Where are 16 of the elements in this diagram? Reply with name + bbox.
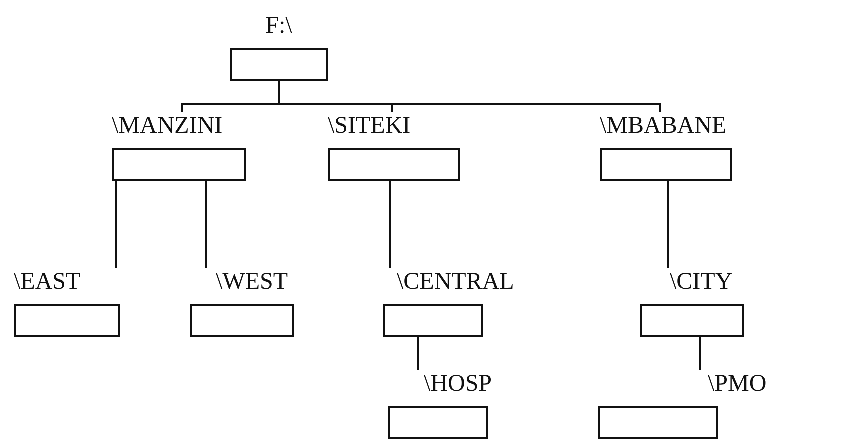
- folder-name: \EAST: [14, 268, 82, 296]
- folder-name: \CENTRAL: [397, 268, 516, 296]
- folder-name: \MBABANE: [600, 112, 728, 140]
- connector-line: [278, 81, 661, 112]
- folder-name: \SITEKI: [328, 112, 412, 140]
- connector-line: [205, 180, 207, 268]
- folder-name: \PMO: [708, 370, 768, 398]
- folder-name: \CITY: [670, 268, 734, 296]
- folder-name: \MANZINI: [112, 112, 224, 140]
- connector-line: [667, 180, 669, 268]
- connector-line: [417, 336, 419, 370]
- folder-name: F:\: [264, 12, 294, 40]
- folder-name: \WEST: [216, 268, 289, 296]
- connector-line: [389, 180, 391, 268]
- connector-line: [115, 180, 117, 268]
- connector-line: [699, 336, 701, 370]
